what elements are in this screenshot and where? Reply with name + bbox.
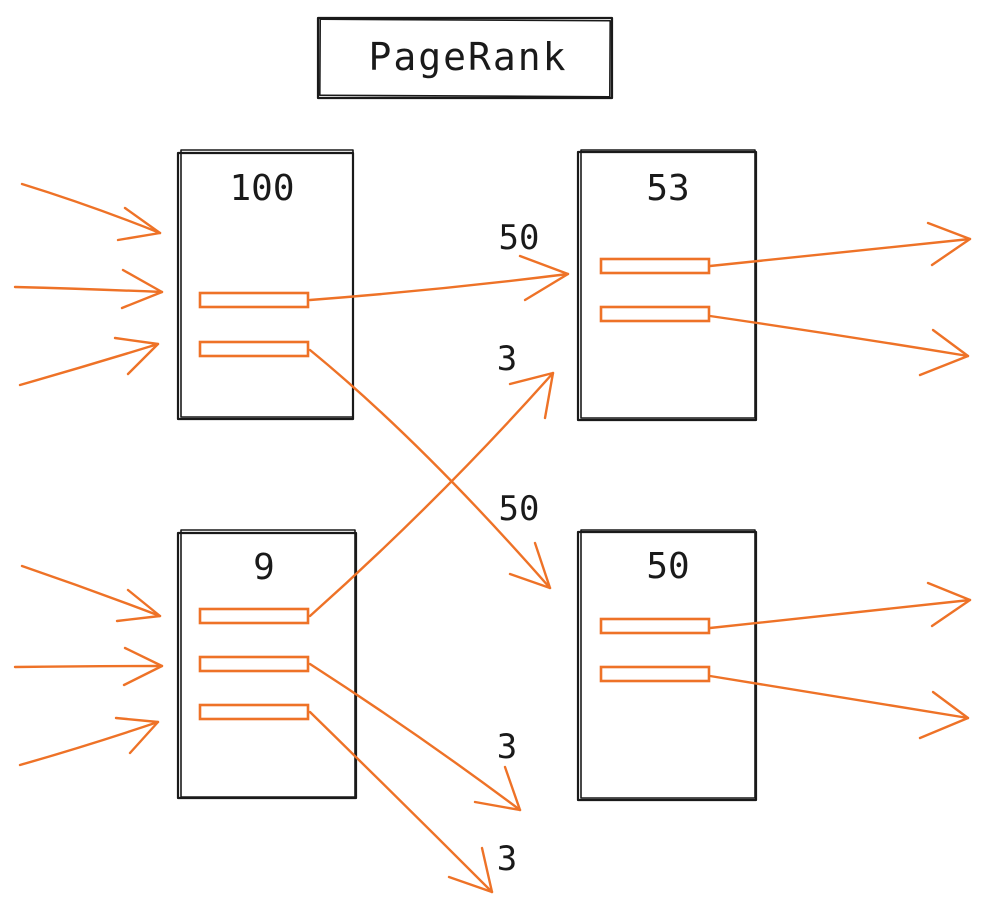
flow-edge-b-out-2	[308, 710, 494, 894]
outbound-arrow	[708, 314, 970, 358]
flow-value-b-out-1: 3	[497, 727, 517, 767]
flow-arrowhead-b-out-2	[447, 846, 494, 894]
title-box: PageRank	[316, 16, 614, 100]
inbound-arrow-head	[114, 716, 160, 755]
inbound-arrow-head	[122, 646, 164, 687]
flow-arrowhead-a-to-c	[518, 254, 570, 302]
inbound-arrow-head	[113, 336, 160, 376]
flow-value-a-to-d: 50	[499, 489, 540, 529]
flow-edge-a-to-d	[308, 348, 552, 590]
outlink-slot	[198, 291, 310, 309]
inbound-arrow-head	[116, 206, 162, 242]
link-flows	[308, 254, 570, 894]
inbound-arrow	[18, 720, 160, 767]
flow-edge-b-out-1	[308, 662, 522, 812]
flow-value-a-to-c: 50	[499, 218, 540, 258]
flow-arrowhead-b-out-1	[473, 765, 522, 812]
flow-edge-b-to-c	[308, 371, 555, 618]
flow-value-b-out-2: 3	[497, 839, 517, 879]
outlink-slot	[599, 305, 711, 323]
outlink-slot	[198, 703, 310, 721]
inbound-arrow	[20, 182, 162, 235]
page-score-c: 53	[646, 168, 689, 209]
outlink-slot	[599, 665, 711, 683]
incoming-arrows-a	[13, 182, 164, 387]
outgoing-arrows-c	[708, 221, 972, 377]
page-node-a: 100	[176, 149, 355, 421]
outbound-arrow	[708, 674, 970, 720]
flow-arrowhead-a-to-d	[508, 541, 552, 590]
outlink-slot	[198, 607, 310, 625]
outbound-arrow	[708, 598, 972, 630]
flow-value-b-to-c: 3	[497, 339, 517, 379]
inbound-arrow	[13, 285, 164, 294]
outbound-arrow	[708, 237, 972, 268]
outbound-arrow-head	[918, 328, 970, 377]
outlink-slot	[198, 340, 310, 358]
inbound-arrow	[18, 342, 160, 387]
flow-arrowhead-b-to-c	[508, 371, 555, 420]
page-score-a: 100	[229, 168, 294, 209]
inbound-arrow	[20, 564, 162, 618]
outlink-slot	[599, 257, 711, 275]
page-node-d: 50	[576, 529, 758, 802]
page-node-c: 53	[576, 149, 758, 422]
outbound-arrow-head	[918, 690, 970, 740]
inbound-arrow	[13, 664, 164, 669]
title-label: PageRank	[368, 35, 567, 79]
outgoing-arrows-d	[708, 581, 972, 740]
page-score-b: 9	[253, 547, 275, 588]
outbound-arrow-head	[926, 581, 972, 628]
outlink-slot	[599, 617, 711, 635]
inbound-arrow-head	[120, 268, 164, 310]
outlink-slot	[198, 655, 310, 673]
outbound-arrow-head	[926, 221, 972, 267]
incoming-arrows-b	[13, 564, 164, 767]
flow-labels: 50 3 50 3 3	[497, 218, 540, 879]
page-node-b: 9	[176, 529, 358, 800]
page-score-d: 50	[646, 546, 689, 587]
flow-edge-a-to-c	[308, 272, 570, 302]
inbound-arrow-head	[115, 588, 162, 623]
